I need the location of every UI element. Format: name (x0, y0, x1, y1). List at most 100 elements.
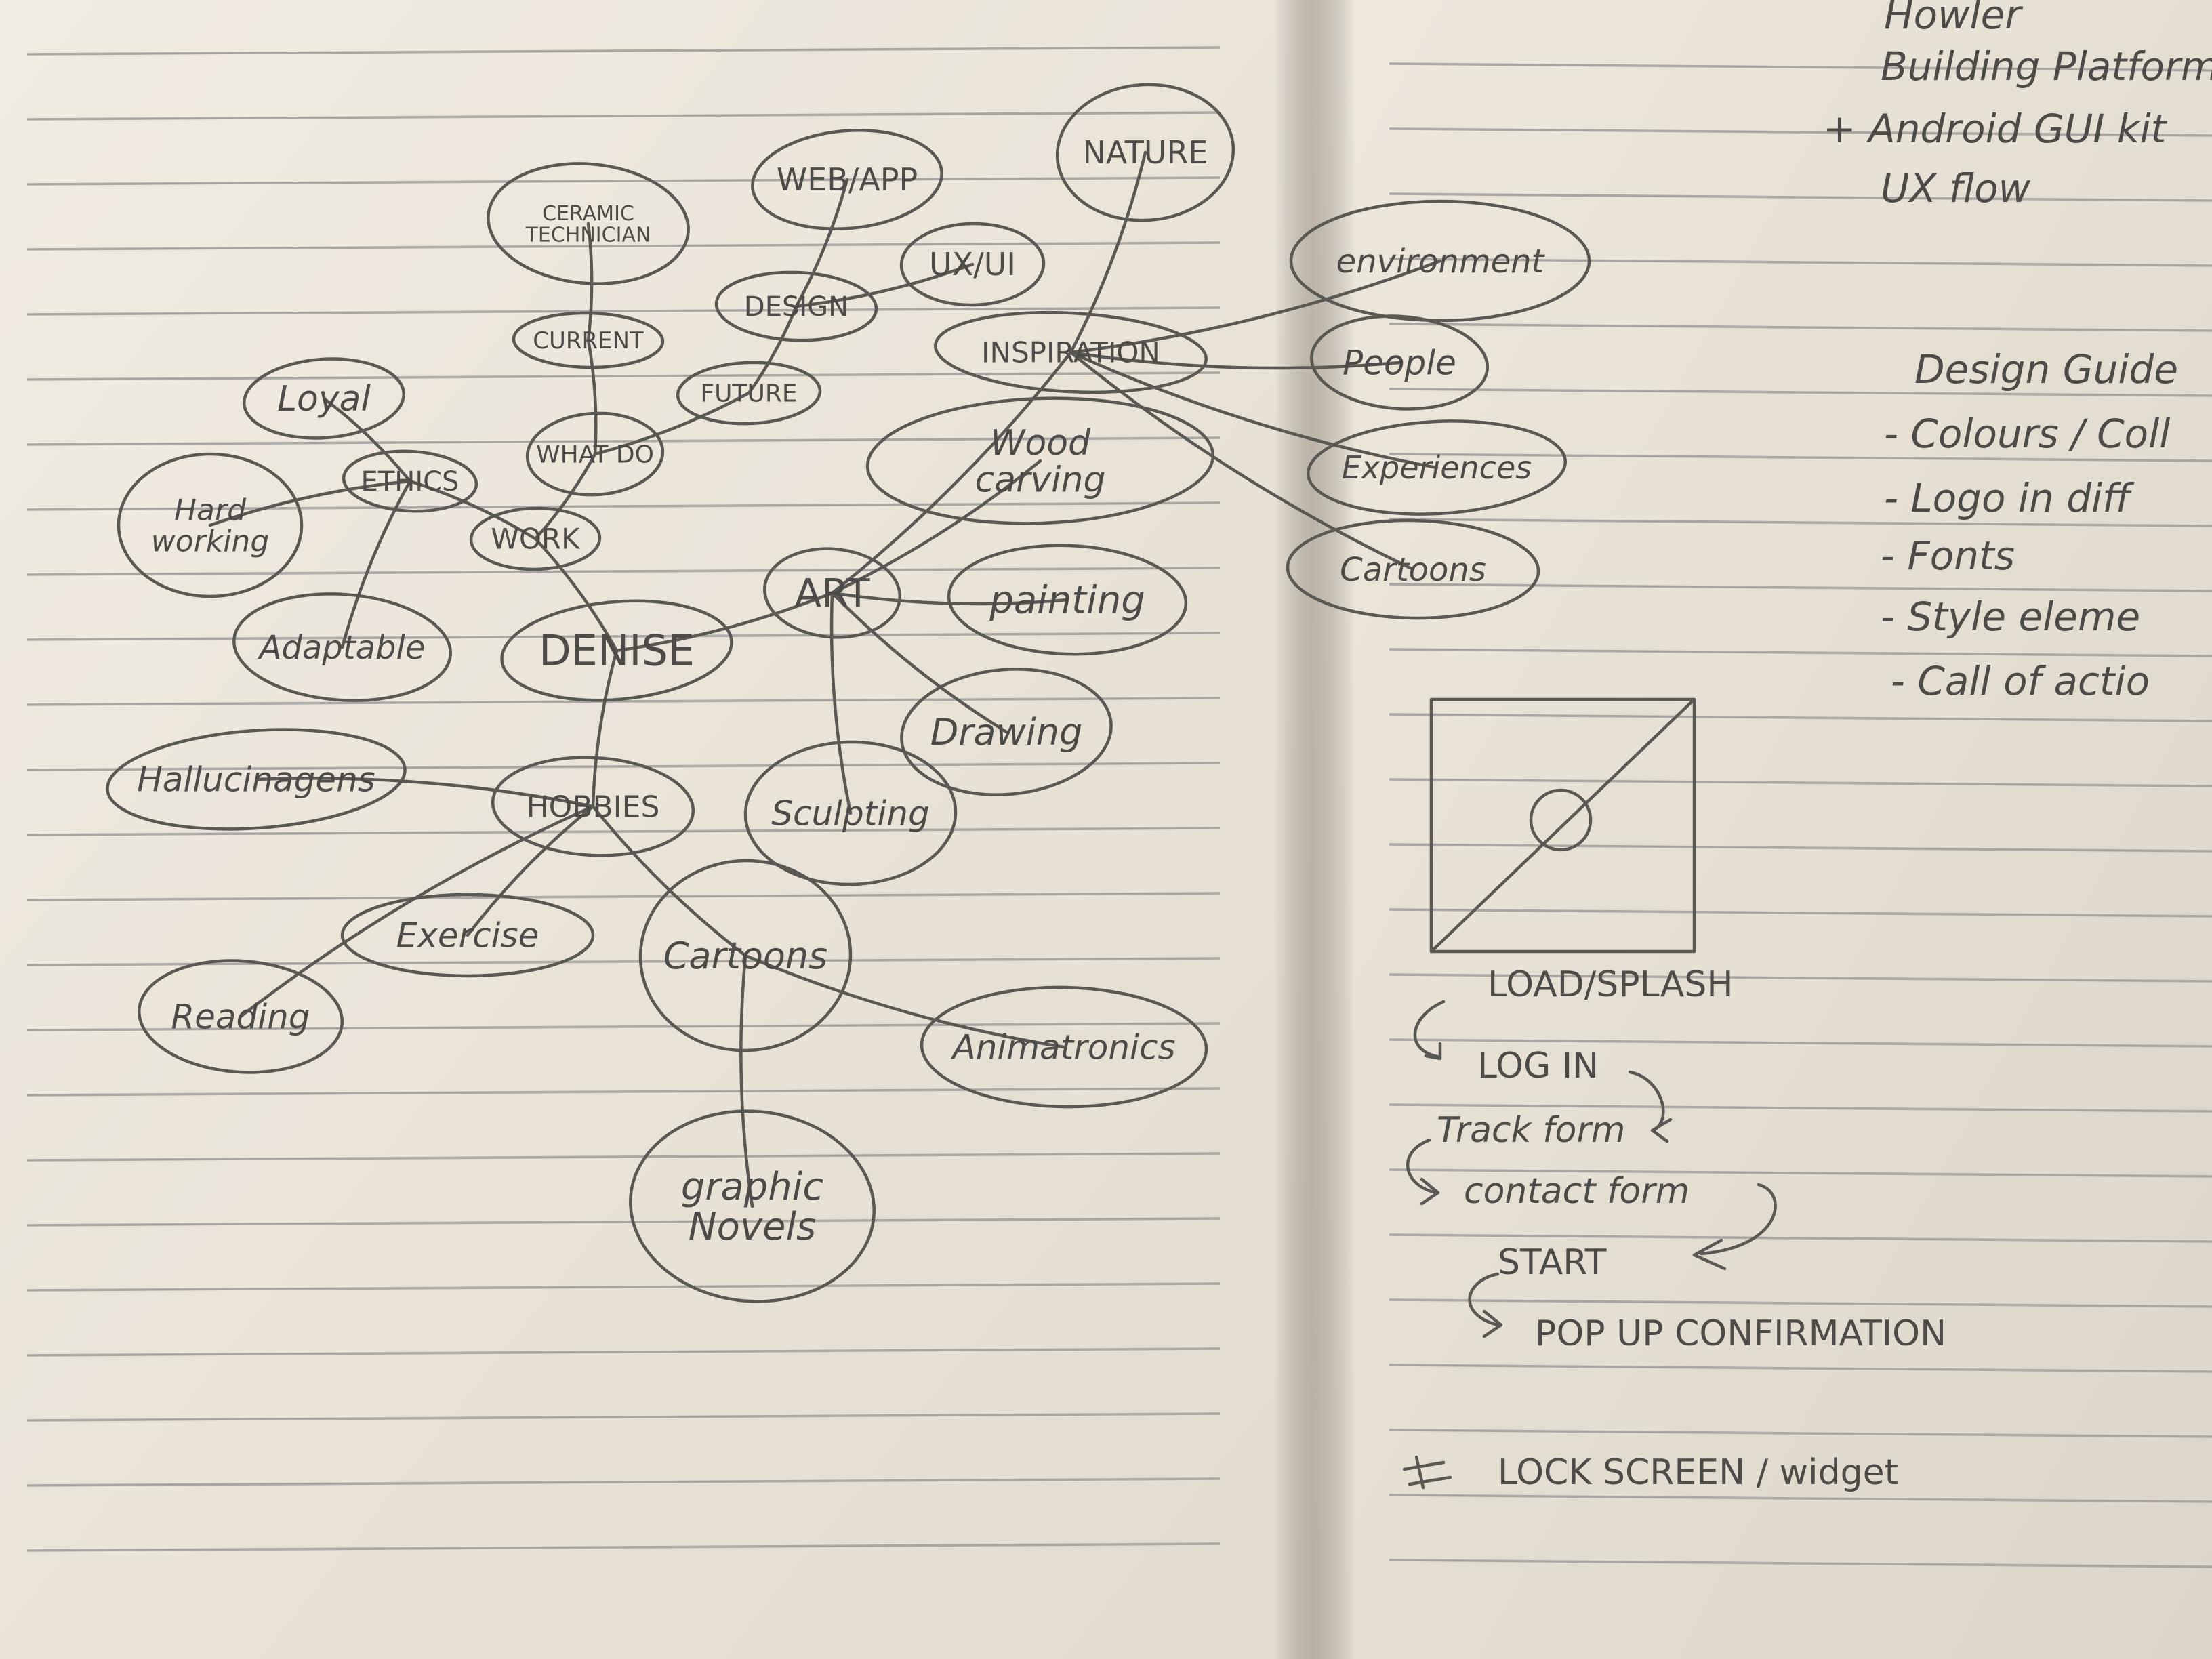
bubble-label: Hallucinagens (137, 760, 375, 800)
bubble-experiences: Experiences (1306, 419, 1568, 516)
bubble-label: NATURE (1082, 134, 1208, 171)
ruled-line (1389, 453, 2212, 462)
bubble-label: working (151, 525, 270, 559)
page-gutter (1274, 0, 1355, 1659)
arrow-head-icon (1650, 1118, 1673, 1143)
bubble-label: TECHNICIAN (525, 223, 651, 247)
bubble-outline (676, 361, 822, 426)
bubble-outline (899, 222, 1046, 307)
ruled-line (26, 1152, 1221, 1162)
bubble-label: Hard (174, 493, 247, 527)
bubble-outline (900, 668, 1113, 796)
connector-what_do-future (593, 391, 751, 456)
bubble-outline (487, 162, 690, 285)
bubble-outline (500, 599, 733, 702)
screen-flow-arrows (1402, 1000, 1777, 1490)
bubble-what-do: WHAT DO (525, 411, 665, 497)
connector-hobbies-cartoons_hobby (591, 804, 747, 958)
bubble-label: DESIGN (744, 291, 848, 323)
note-fonts: - Fonts (1881, 533, 2015, 579)
connector-ethics-adaptable (340, 479, 412, 649)
note-android-gui-kit: + Android GUI kit (1823, 106, 2168, 152)
ruled-line (1389, 973, 2212, 983)
bubble-loyal: Loyal (242, 357, 406, 440)
ruled-line (26, 176, 1221, 186)
connector-work-what_do (533, 452, 597, 541)
flow-step-contact-form: contact form (1464, 1171, 1689, 1212)
ruled-line (26, 1022, 1221, 1031)
bubble-label: WORK (491, 523, 581, 556)
bubble-label: carving (975, 460, 1105, 501)
connector-hobbies-exercise (466, 804, 595, 937)
ruled-line (26, 1217, 1221, 1227)
note-colours: - Colours / Coll (1884, 411, 2170, 457)
splash-frame (1429, 697, 1696, 954)
bubble-sculpting: Sculpting (743, 740, 958, 886)
connector-inspiration-nature (1069, 150, 1147, 354)
bubble-outline (751, 128, 943, 231)
ruled-line (1389, 127, 2212, 137)
bubble-label: Experiences (1342, 449, 1532, 486)
connector-denise-work (533, 537, 619, 653)
ruled-line (26, 306, 1221, 316)
connector-cartoons_hobby-animatronics (743, 954, 1066, 1049)
ruled-line (26, 827, 1221, 836)
connector-what_do-current (586, 338, 598, 456)
scribble-mark-icon (1402, 1455, 1452, 1490)
bubble-label: CERAMIC (542, 202, 634, 226)
right-page-notes: Howler Building Platform + Android GUI k… (1823, 0, 2212, 704)
connector-art-sculpting (830, 591, 853, 815)
bubble-outline (117, 452, 304, 598)
bubble-cartoons-insp: Cartoons (1286, 518, 1540, 620)
ruled-line (1389, 1364, 2212, 1373)
bubble-environment: environment (1289, 199, 1591, 323)
bubble-label: HOBBIES (527, 790, 660, 824)
bubble-label: UX/UI (929, 246, 1016, 283)
bubble-label: Sculpting (771, 794, 929, 834)
bubble-label: environment (1336, 243, 1546, 281)
ruled-line (1389, 1429, 2212, 1438)
bubble-outline (762, 547, 902, 639)
ruled-line (26, 632, 1221, 641)
flow-step-popup-confirmation: POP UP CONFIRMATION (1535, 1313, 1946, 1354)
arrow-start-to-popup (1468, 1272, 1500, 1327)
bubble-outline (525, 411, 665, 497)
ruled-line (1389, 323, 2212, 332)
flow-step-lock-screen: LOCK SCREEN / widget (1498, 1452, 1898, 1493)
ruled-line (1389, 1103, 2212, 1113)
bubble-label: Exercise (396, 916, 539, 956)
ruled-line (1389, 388, 2212, 397)
connector-design-web_app (794, 178, 849, 308)
ruled-line (26, 46, 1221, 56)
arrow-splash-to-login (1413, 1000, 1446, 1059)
ruled-line (26, 436, 1221, 446)
bubble-label: ETHICS (361, 466, 459, 497)
bubble-outline (138, 959, 344, 1074)
ruled-line (26, 1087, 1221, 1097)
ruled-line (1389, 583, 2212, 592)
connector-art-drawing (830, 591, 1008, 734)
connector-hobbies-reading (239, 804, 595, 1019)
bubble-web-app: WEB/APP (751, 128, 943, 231)
bubble-label: Drawing (930, 711, 1083, 754)
bubble-outline (512, 311, 665, 369)
bubble-outline (1306, 419, 1568, 516)
bubble-outline (629, 1109, 876, 1303)
screen-flow-labels: LOAD/SPLASH LOG IN Track form contact fo… (1437, 964, 1946, 1493)
bubble-outline (1289, 199, 1591, 323)
bubble-outline (232, 592, 452, 702)
bubble-outline (491, 756, 695, 857)
ruled-line (1389, 908, 2212, 918)
bubble-label: graphic (681, 1165, 823, 1209)
mind-map-connectors (208, 150, 1442, 1208)
bubble-ux-ui: UX/UI (899, 222, 1046, 307)
placeholder-diagonal (1429, 697, 1696, 954)
ruled-line (1389, 192, 2212, 202)
bubble-current: CURRENT (512, 311, 665, 369)
connector-inspiration-cartoons_insp (1069, 350, 1415, 571)
ruled-line (26, 1282, 1221, 1292)
bubble-outline (920, 985, 1208, 1109)
